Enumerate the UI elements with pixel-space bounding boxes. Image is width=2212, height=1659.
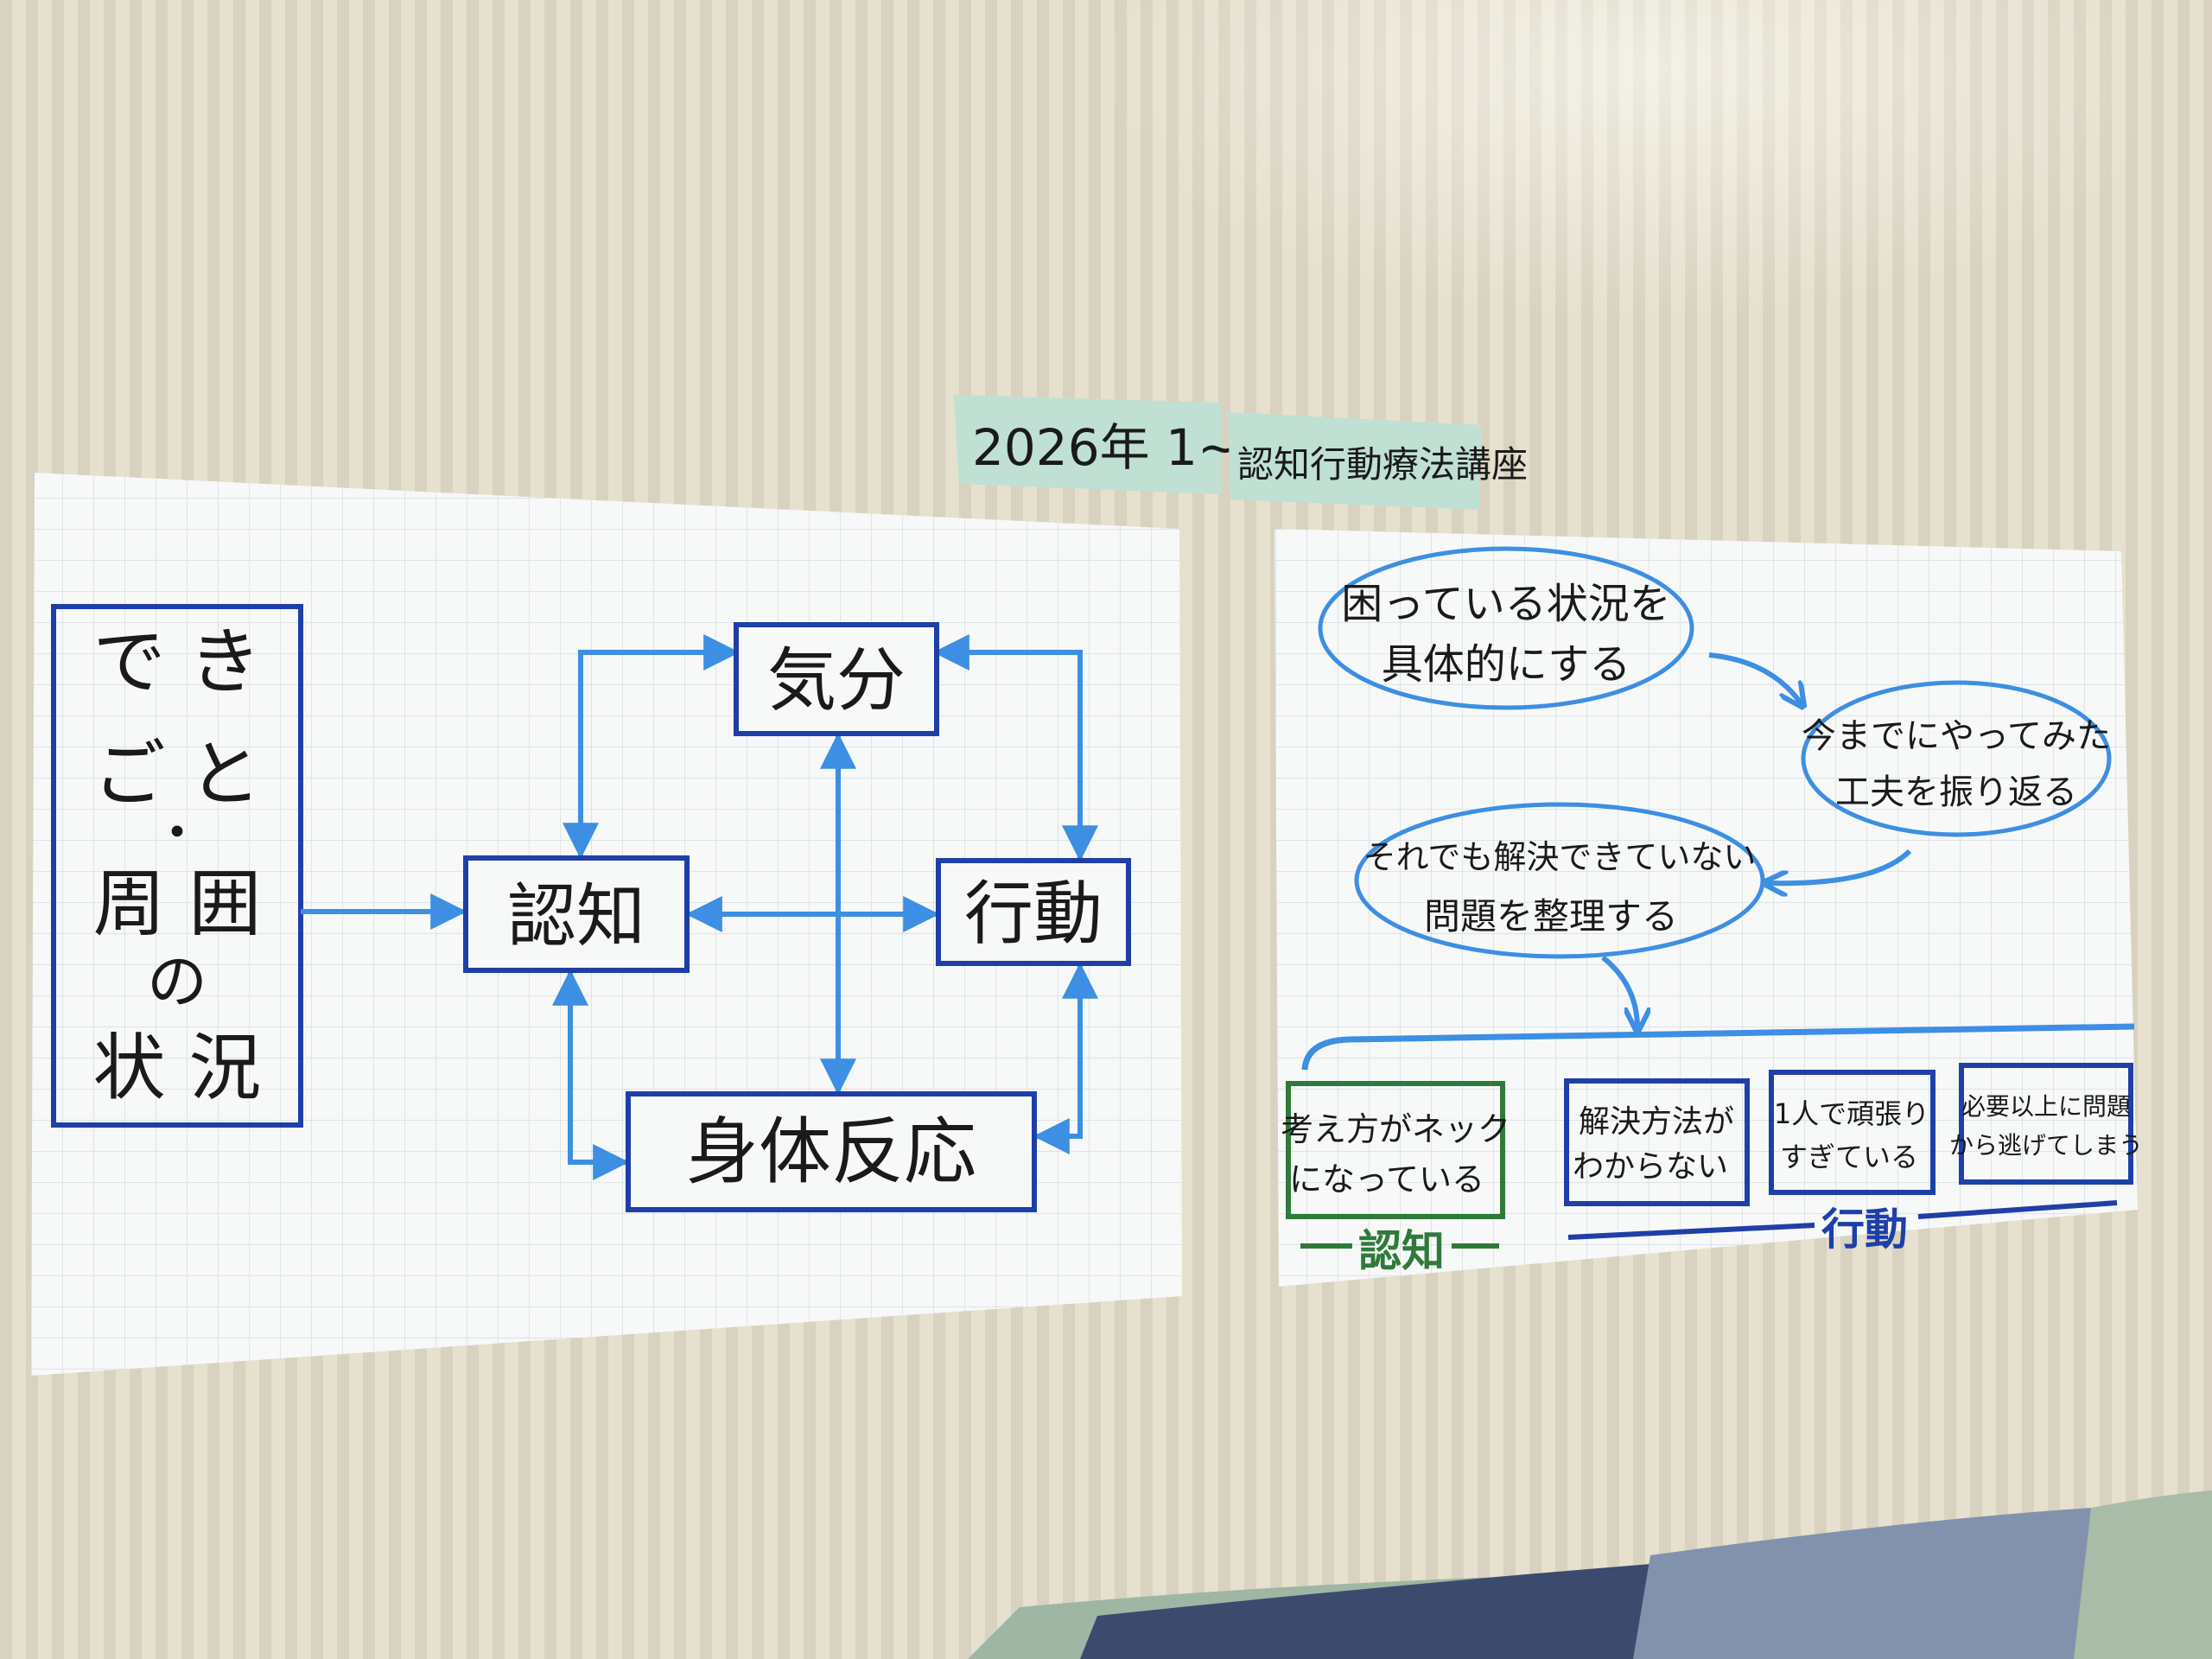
arrows [301, 634, 1098, 1180]
step-1-line-2: 具体的にする [1382, 640, 1630, 689]
left-poster-cbt-model: で き ご と ・ 周 囲 の 状 況 気分 認知 行動 [31, 473, 1182, 1376]
step-2-line-1: 今までにやってみた [1802, 716, 2111, 756]
step-2-bubble: 今までにやってみた 工夫を振り返る [1801, 680, 2112, 837]
body-reaction-label: 身体反応 [686, 1109, 976, 1194]
bracket-line [1301, 1023, 2135, 1071]
arrow-step2-step3 [1767, 849, 1912, 883]
situation-line-2: ご と [93, 732, 262, 817]
cognition-box: 認知 [463, 855, 690, 973]
arrow-mood-cognition [563, 634, 741, 860]
body-reaction-box: 身体反応 [626, 1091, 1037, 1212]
flow-arrows [1301, 652, 2135, 1071]
title-course-text: 認知行動療法講座 [1237, 443, 1528, 486]
cognition-label: 認知 [507, 876, 645, 957]
title-card-course: 認知行動療法講座 [1228, 412, 1528, 510]
problem-box-1: 考え方がネック になっている [1281, 1081, 1510, 1219]
step-1-line-1: 困っている状況を [1341, 580, 1671, 628]
problem-3-line-2: すぎている [1780, 1141, 1918, 1173]
sofa [968, 1491, 2212, 1659]
behavior-category-text: 行動 [1821, 1205, 1908, 1255]
step-3-bubble: それでも解決できていない 問題を整理する [1354, 802, 1765, 959]
right-poster-problem-solving: 困っている状況を 具体的にする 今までにやってみた 工夫を振り返る それでも解決… [1274, 529, 2143, 1287]
problem-3-line-1: 1人で頑張り [1774, 1097, 1929, 1130]
problem-1-line-1: 考え方がネック [1281, 1110, 1510, 1148]
category-label-cognition: 認知 [1300, 1226, 1499, 1276]
problem-box-2: 解決方法が わからない [1564, 1078, 1750, 1206]
situation-line-6: 状 況 [93, 1026, 262, 1110]
mood-label: 気分 [767, 640, 906, 721]
problem-2-line-2: わからない [1573, 1149, 1728, 1185]
problem-4-line-1: 必要以上に問題 [1961, 1092, 2131, 1121]
behavior-label: 行動 [964, 874, 1103, 954]
problem-box-3: 1人で頑張り すぎている [1769, 1070, 1936, 1195]
step-3-line-2: 問題を整理する [1424, 895, 1678, 938]
problem-4-line-2: から逃げてしまう [1949, 1131, 2143, 1160]
situation-line-3: ・ [151, 804, 203, 864]
behavior-box: 行動 [936, 858, 1131, 966]
problem-2-line-1: 解決方法が [1579, 1104, 1734, 1140]
situation-line-4: 周 囲 [93, 861, 262, 946]
arrow-step1-step2 [1708, 652, 1802, 704]
step-3-line-1: それでも解決できていない [1363, 838, 1757, 876]
category-label-behavior: 行動 [1567, 1200, 2118, 1255]
situation-line-1: で き [93, 620, 262, 704]
step-1-bubble: 困っている状況を 具体的にする [1318, 546, 1694, 710]
situation-line-5: の [147, 946, 207, 1017]
situation-box: で き ご と ・ 周 囲 の 状 況 [51, 604, 303, 1128]
arrow-cognition-body [552, 969, 630, 1180]
step-2-line-2: 工夫を振り返る [1835, 772, 2077, 812]
cognition-category-text: 認知 [1358, 1226, 1445, 1276]
problem-box-4: 必要以上に問題 から逃げてしまう [1949, 1063, 2143, 1185]
mood-box: 気分 [734, 622, 939, 736]
arrow-mood-behavior [932, 634, 1098, 862]
problem-1-line-2: になっている [1289, 1160, 1484, 1198]
arrow-step3-problems [1601, 955, 1637, 1028]
arrow-behavior-body [1033, 962, 1098, 1154]
